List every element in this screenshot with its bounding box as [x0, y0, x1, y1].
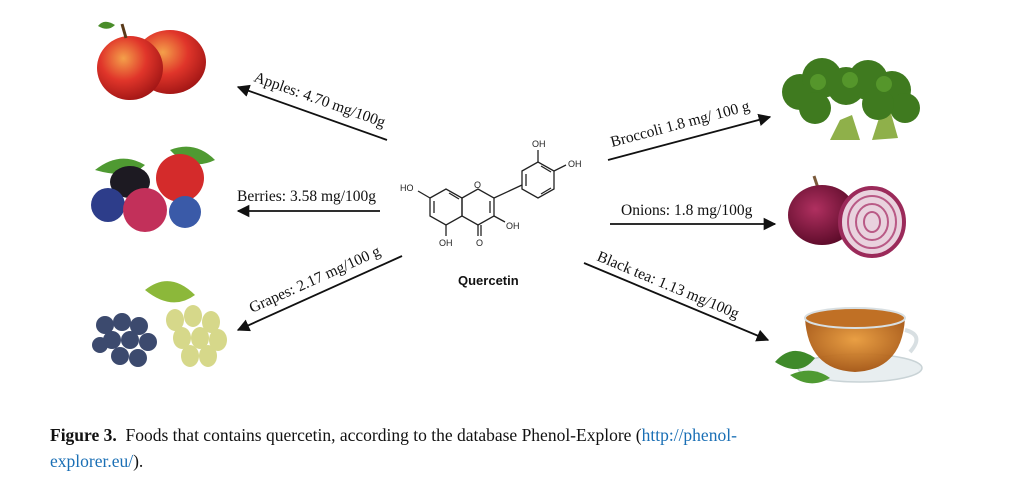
- center-label: Quercetin: [458, 273, 519, 288]
- atom-ho-left: HO: [400, 183, 414, 193]
- figure-caption: Figure 3. Foods that contains quercetin,…: [50, 422, 990, 474]
- label-black-tea: Black tea: 1.13 mg/100g: [594, 248, 741, 323]
- atom-o-keto: O: [476, 238, 483, 248]
- quercetin-food-diagram: OH OH HO O OH OH O Quercetin Apples: 4.7…: [91, 21, 923, 384]
- broccoli-image: [782, 58, 920, 140]
- black-tea-image: [775, 307, 923, 384]
- arrow-grapes: [236, 255, 403, 332]
- atom-oh-ring: OH: [506, 221, 520, 231]
- atom-oh-bottom: OH: [439, 238, 453, 248]
- label-onions: Onions: 1.8 mg/100g: [621, 202, 753, 219]
- label-berries: Berries: 3.58 mg/100g: [237, 188, 376, 205]
- label-grapes: Grapes: 2.17 mg/100 g: [247, 243, 384, 317]
- atom-oh-top: OH: [532, 139, 546, 149]
- molecule-atom-labels: OH OH HO O OH OH O: [400, 139, 582, 248]
- apples-image: [97, 21, 206, 100]
- grapes-image: [92, 281, 227, 367]
- caption-end: ).: [133, 451, 144, 471]
- caption-text: Foods that contains quercetin, according…: [125, 425, 642, 445]
- quercetin-molecule: [417, 150, 567, 236]
- arrow-black-tea: [583, 262, 770, 342]
- berries-image: [91, 146, 215, 232]
- label-broccoli: Broccoli 1.8 mg/ 100 g: [609, 98, 752, 151]
- atom-oh-right: OH: [568, 159, 582, 169]
- onions-image: [788, 175, 906, 258]
- atom-o-ring: O: [474, 180, 481, 190]
- figure-label: Figure 3.: [50, 425, 117, 445]
- arrows: [236, 84, 777, 342]
- arrow-broccoli: [607, 113, 772, 161]
- source-link[interactable]: http://phenol-explorer.eu/: [50, 425, 737, 471]
- arrow-apples: [236, 84, 388, 141]
